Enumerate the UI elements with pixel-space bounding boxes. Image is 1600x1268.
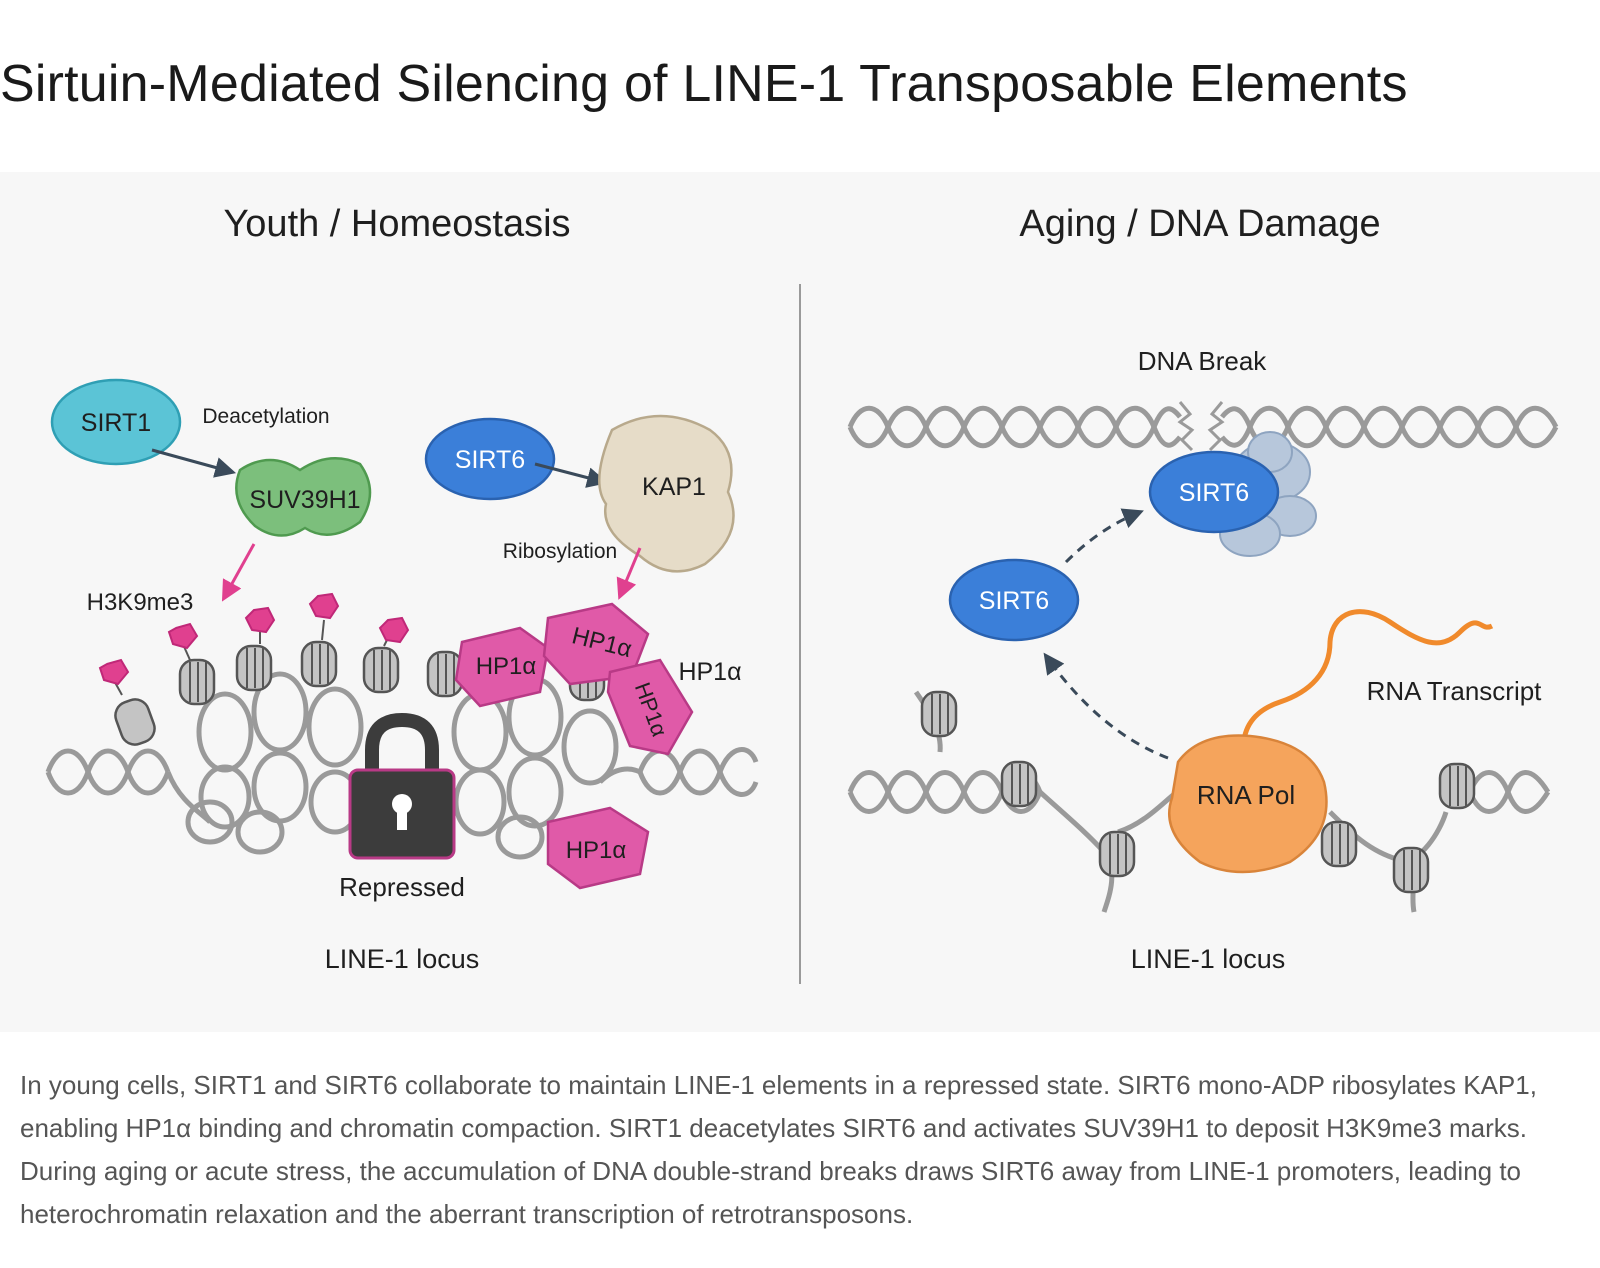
compacted-chromatin: [165, 671, 642, 860]
deacetylation-label: Deacetylation: [202, 405, 329, 428]
hp1a-label-5: HP1α: [566, 837, 627, 864]
hp1a-proteins: [454, 602, 694, 890]
sirt6-recruitment-arrow: [1064, 508, 1144, 564]
kap1-to-hp1a-arrow: [616, 547, 642, 600]
hp1a-label-4: HP1α: [678, 658, 741, 686]
repair-complex: [1219, 431, 1317, 557]
dna-break-label: DNA Break: [1138, 346, 1268, 376]
sirt1-protein: [50, 378, 182, 466]
diagram-svg: Youth / Homeostasis: [45, 203, 1559, 984]
right-nucleosome-wraps: [931, 694, 1467, 890]
left-locus-label: LINE-1 locus: [325, 944, 480, 974]
kap1-label: KAP1: [642, 473, 706, 501]
rna-transcript-label: RNA Transcript: [1367, 676, 1543, 706]
kap1-protein: [598, 414, 735, 573]
rna-polymerase: [1167, 734, 1328, 874]
repressed-label: Repressed: [339, 872, 465, 902]
ribosylation-label: Ribosylation: [503, 540, 617, 563]
sirt6-bound-label: SIRT6: [1179, 479, 1249, 507]
suv39h1-protein: [235, 457, 372, 537]
sirt6-to-kap1-arrow: [534, 462, 609, 488]
rna-transcript-strand: [1240, 609, 1494, 763]
padlock-icon: [348, 712, 456, 860]
suv39h1-label: SUV39H1: [249, 486, 360, 514]
right-panel-heading: Aging / DNA Damage: [1019, 203, 1380, 245]
sirt6-label-left: SIRT6: [455, 446, 525, 474]
sirt1-to-suv39h1-arrow: [151, 448, 237, 478]
sirt6-bound-protein: [1148, 450, 1280, 534]
left-panel-heading: Youth / Homeostasis: [223, 203, 570, 245]
hp1a-label-1: HP1α: [476, 653, 537, 680]
rna-pol-label: RNA Pol: [1197, 780, 1295, 810]
sirt1-label: SIRT1: [81, 409, 151, 437]
dna-break-jagged-ends: [1177, 401, 1225, 452]
sirt6-protein-left: [424, 417, 556, 501]
suv39h1-to-h3k9me3-arrow: [221, 543, 256, 602]
page-title: Sirtuin-Mediated Silencing of LINE-1 Tra…: [0, 55, 1408, 113]
sirt6-release-arrow: [1043, 652, 1169, 760]
h3k9me3-marks: [98, 592, 410, 696]
sirt6-free-protein: [948, 558, 1080, 642]
right-locus-label: LINE-1 locus: [1131, 944, 1286, 974]
broken-dna-helix: [847, 405, 1559, 449]
figure-caption: In young cells, SIRT1 and SIRT6 collabor…: [20, 1070, 1537, 1229]
sirt6-free-label: SIRT6: [979, 587, 1049, 615]
h3k9me3-label: H3K9me3: [87, 589, 194, 616]
diagram-figure: Youth / Homeostasis: [0, 172, 1600, 1032]
